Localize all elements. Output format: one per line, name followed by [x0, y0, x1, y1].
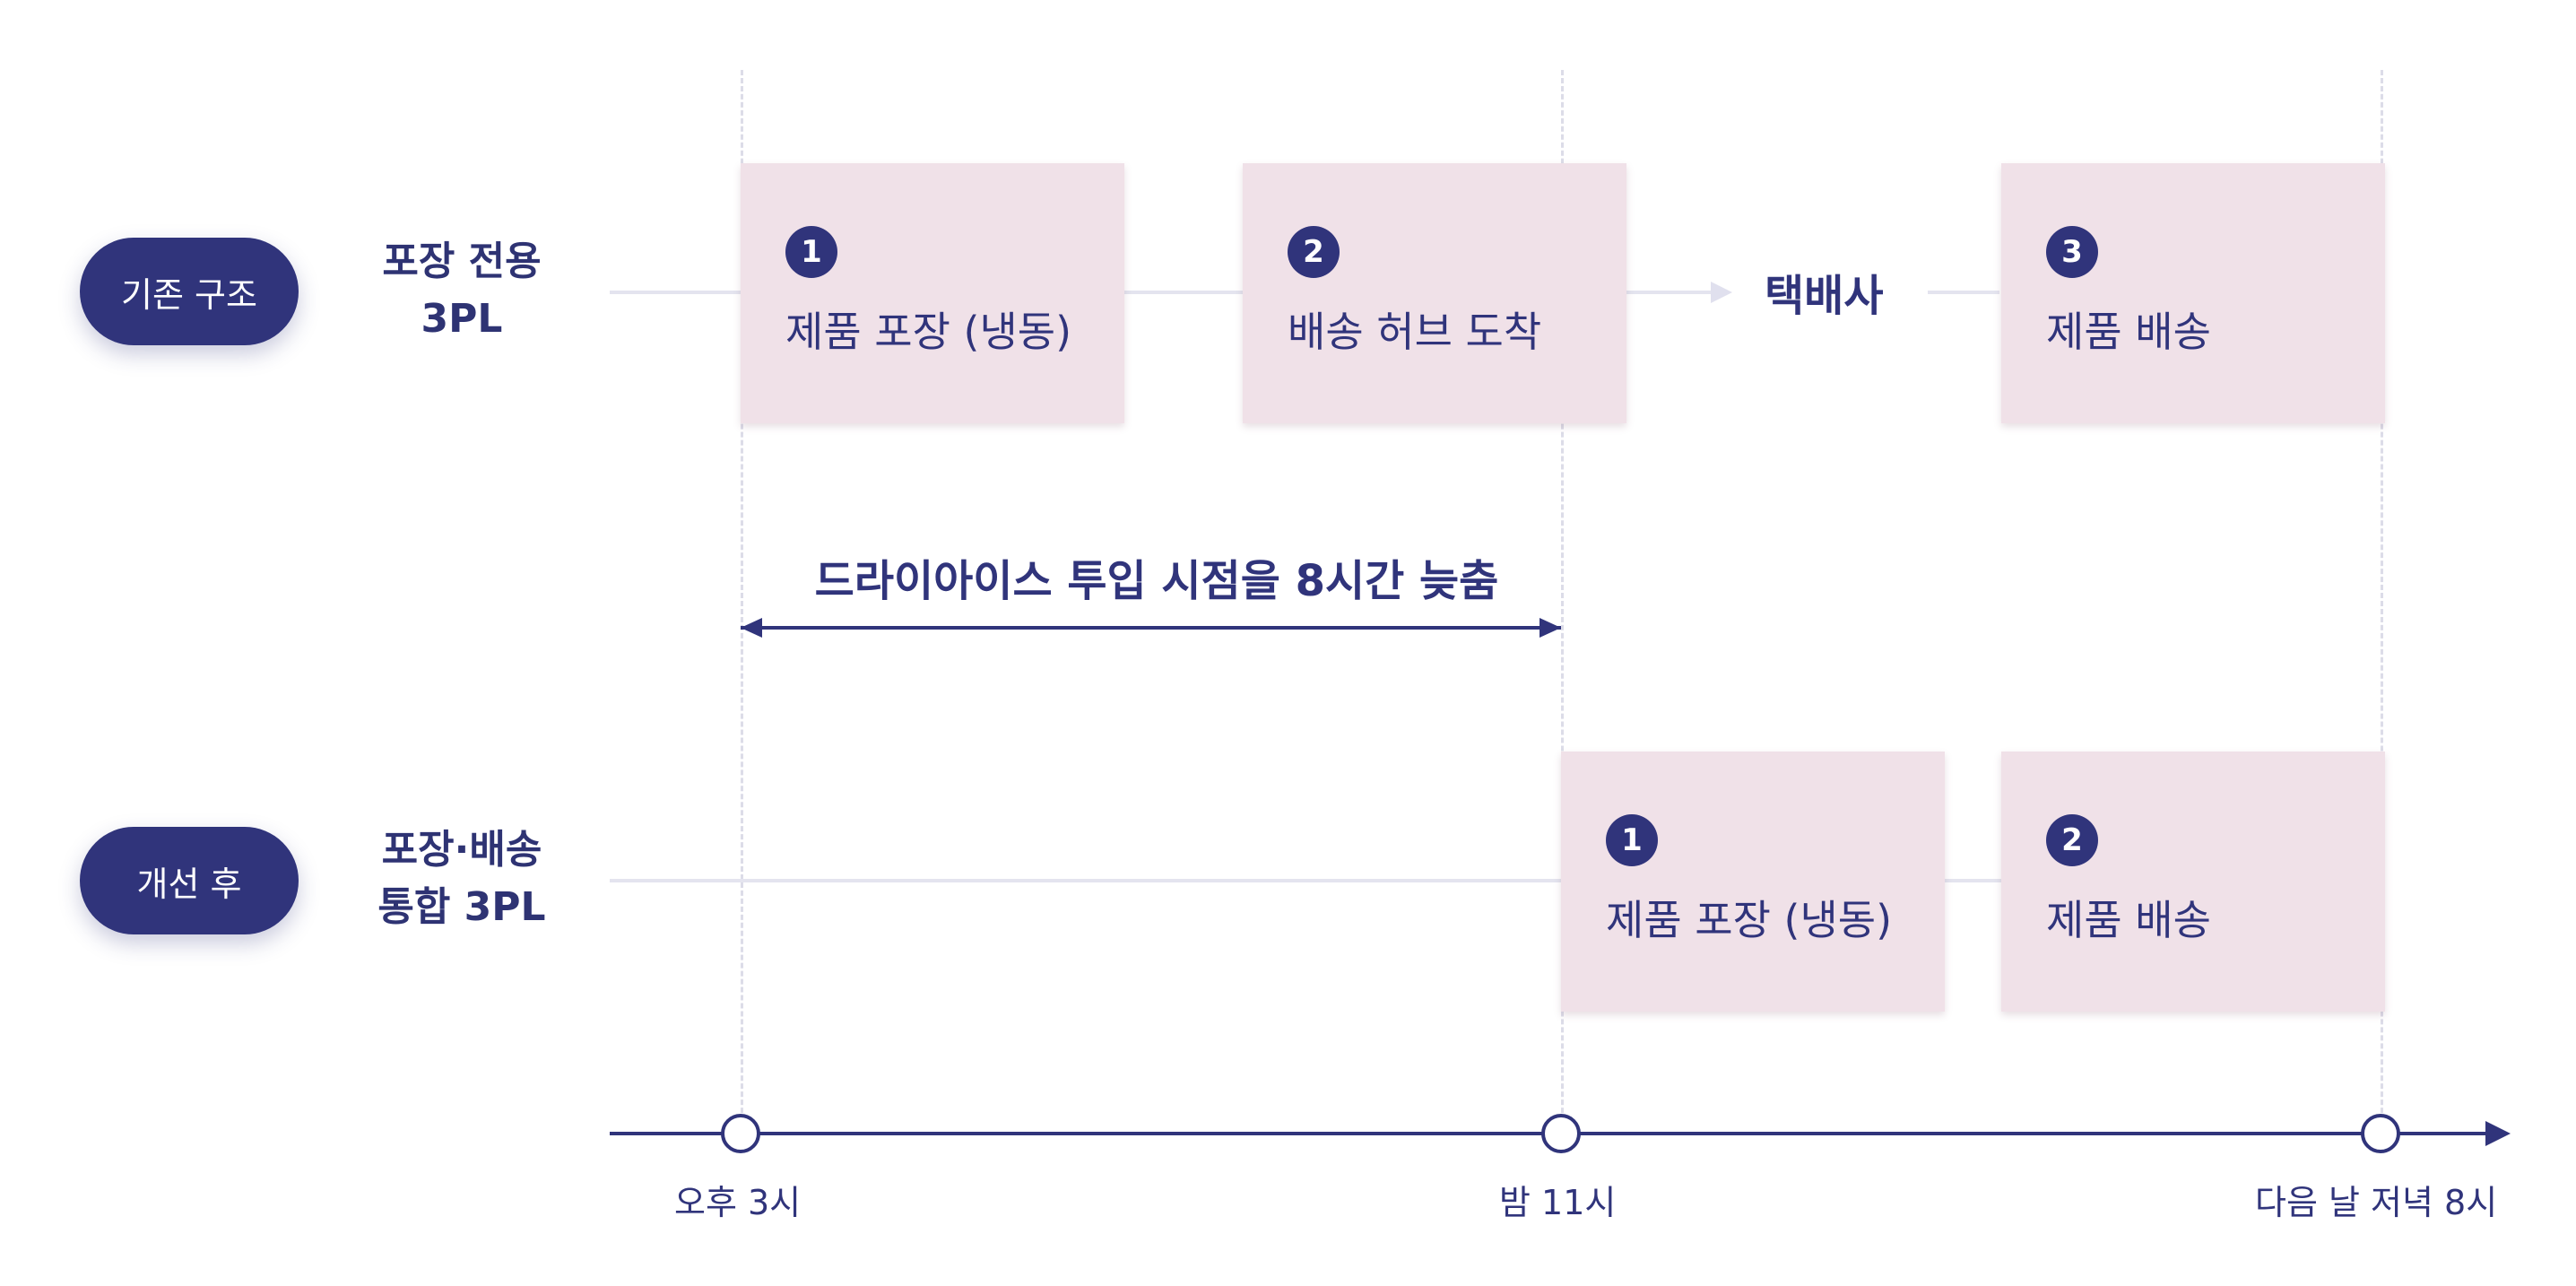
tick-label-3pm: 오후 3시 — [674, 1183, 802, 1222]
before-step-2-box: 2 배송 허브 도착 — [1243, 163, 1626, 423]
after-step-1-badge: 1 — [1606, 814, 1658, 866]
after-row-label-line2: 통합 3PL — [377, 884, 546, 930]
before-step-1-badge: 1 — [785, 226, 837, 278]
before-tag-text: 기존 구조 — [121, 274, 257, 315]
before-step-3-label: 제품 배송 — [2046, 308, 2211, 356]
after-step-2-badge: 2 — [2046, 814, 2098, 866]
before-step-3-box: 3 제품 배송 — [2001, 163, 2385, 423]
span-note-label: 드라이아이스 투입 시점을 8시간 늦춤 — [814, 556, 1499, 606]
after-row-label: 포장·배송 통합 3PL — [341, 821, 583, 936]
span-arrow-right-head — [1540, 618, 1561, 638]
before-row-label: 포장 전용 3PL — [341, 233, 583, 348]
span-arrow-left-head — [741, 618, 762, 638]
tick-label-8pm: 다음 날 저녁 8시 — [2255, 1183, 2498, 1222]
before-step-2-label: 배송 허브 도착 — [1288, 308, 1542, 356]
guide-line-11pm — [1561, 70, 1564, 1137]
after-step-2-box: 2 제품 배송 — [2001, 752, 2385, 1012]
guide-line-8pm — [2381, 70, 2383, 1137]
before-step-1-box: 1 제품 포장 (냉동) — [741, 163, 1124, 423]
after-tag-text: 개선 후 — [136, 864, 242, 904]
carrier-arrow-head — [1711, 282, 1732, 303]
after-step-1-label: 제품 포장 (냉동) — [1606, 896, 1893, 944]
before-row-line-tail — [1928, 291, 1999, 294]
before-step-1-label: 제품 포장 (냉동) — [785, 308, 1072, 356]
tick-marker-8pm — [2361, 1114, 2400, 1153]
before-row-line — [610, 291, 1717, 294]
tick-label-11pm: 밤 11시 — [1499, 1183, 1617, 1222]
carrier-label: 택배사 — [1765, 271, 1884, 321]
tick-marker-11pm — [1541, 1114, 1581, 1153]
before-step-3-badge: 3 — [2046, 226, 2098, 278]
after-row-label-line1: 포장·배송 — [381, 827, 542, 873]
before-row-label-line1: 포장 전용 — [382, 239, 542, 284]
after-tag-pill: 개선 후 — [80, 827, 299, 934]
after-row-line — [610, 879, 2008, 882]
timeline-axis-head — [2485, 1121, 2511, 1146]
guide-line-3pm — [741, 70, 743, 1137]
before-row-label-line2: 3PL — [421, 296, 503, 342]
after-step-1-box: 1 제품 포장 (냉동) — [1561, 752, 1945, 1012]
tick-marker-3pm — [721, 1114, 760, 1153]
before-tag-pill: 기존 구조 — [80, 238, 299, 345]
after-step-2-label: 제품 배송 — [2046, 896, 2211, 944]
before-step-2-badge: 2 — [1288, 226, 1340, 278]
